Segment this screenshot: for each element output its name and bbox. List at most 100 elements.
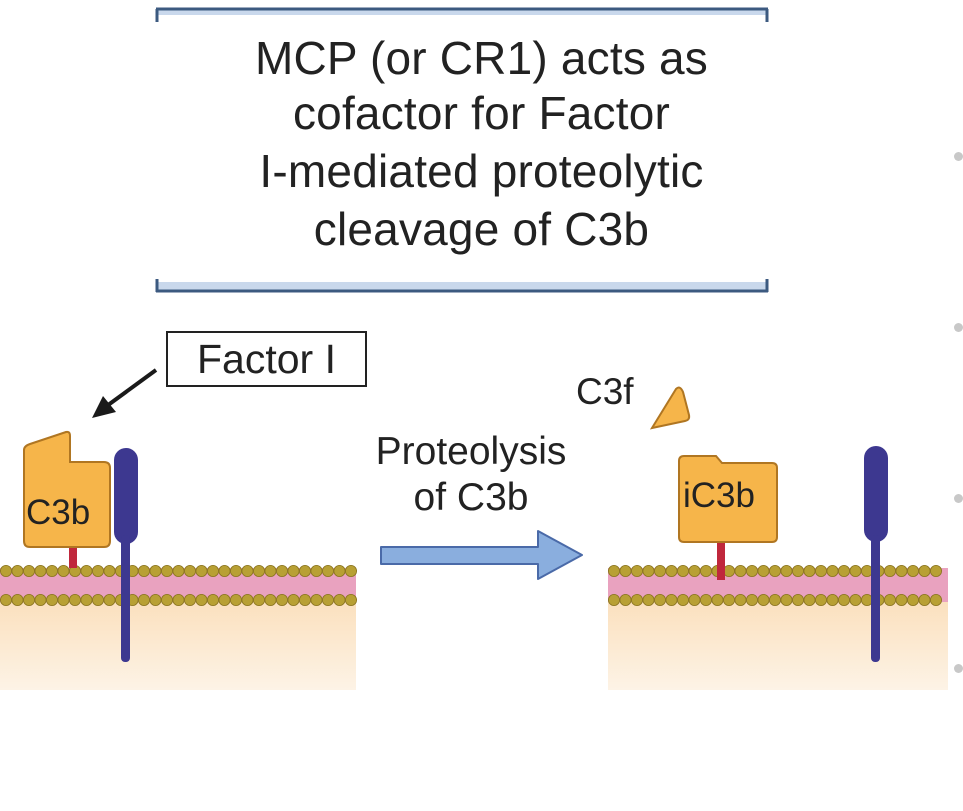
lipid-head: [206, 565, 219, 578]
lipid-head: [884, 565, 897, 578]
lipid-head: [884, 594, 897, 607]
lipid-head: [34, 594, 47, 607]
lipid-head: [183, 565, 196, 578]
title-line-2: cofactor for Factor: [292, 87, 671, 139]
lipid-head: [183, 594, 196, 607]
lipid-head: [815, 594, 828, 607]
lipid-head: [631, 565, 644, 578]
lipid-head: [757, 565, 770, 578]
lipid-head: [287, 565, 300, 578]
lipid-head: [769, 594, 782, 607]
lipid-head: [275, 594, 288, 607]
lipid-head: [619, 594, 632, 607]
c3b-stalk: [69, 544, 77, 568]
lipid-head: [333, 565, 346, 578]
lipid-head: [241, 594, 254, 607]
lipid-head: [688, 565, 701, 578]
lipid-head: [298, 594, 311, 607]
lipid-head: [746, 594, 759, 607]
lipid-head: [838, 594, 851, 607]
right-membrane-heads-top: [608, 565, 943, 578]
lipid-head: [92, 565, 105, 578]
lipid-head: [344, 594, 357, 607]
lipid-head: [252, 565, 265, 578]
lipid-head: [849, 594, 862, 607]
factor-i-label: Factor I: [166, 331, 367, 387]
lipid-head: [838, 565, 851, 578]
lipid-head: [80, 594, 93, 607]
ic3b-stalk: [717, 540, 725, 580]
lipid-head: [665, 565, 678, 578]
lipid-head: [930, 565, 943, 578]
ic3b-label: iC3b: [683, 476, 755, 515]
mcp-receptor-right: [864, 446, 888, 662]
lipid-head: [310, 594, 323, 607]
lipid-head: [264, 594, 277, 607]
lipid-head: [137, 594, 150, 607]
lipid-head: [344, 565, 357, 578]
lipid-head: [333, 594, 346, 607]
lipid-head: [57, 594, 70, 607]
lipid-head: [642, 565, 655, 578]
lipid-head: [46, 565, 59, 578]
title-frame-bottom: [155, 279, 769, 293]
lipid-head: [287, 594, 300, 607]
lipid-head: [861, 565, 874, 578]
lipid-head: [849, 565, 862, 578]
lipid-head: [229, 565, 242, 578]
lipid-head: [69, 594, 82, 607]
proteolysis-label-line-1: Proteolysis: [375, 430, 567, 473]
lipid-head: [734, 594, 747, 607]
lipid-head: [700, 594, 713, 607]
lipid-head: [195, 565, 208, 578]
side-bullet-dot: [954, 152, 963, 161]
lipid-head: [826, 594, 839, 607]
lipid-head: [137, 565, 150, 578]
lipid-head: [654, 594, 667, 607]
side-bullet-dot: [954, 323, 963, 332]
title-line-4: cleavage of C3b: [313, 203, 650, 255]
lipid-head: [80, 565, 93, 578]
lipid-head: [803, 594, 816, 607]
lipid-head: [160, 594, 173, 607]
right-membrane: [608, 565, 948, 702]
lipid-head: [206, 594, 219, 607]
lipid-head: [321, 565, 334, 578]
c3f-fragment-shape: [649, 386, 691, 430]
lipid-head: [792, 594, 805, 607]
c3b-protein-shape: [23, 430, 111, 548]
lipid-head: [677, 594, 690, 607]
lipid-head: [103, 565, 116, 578]
lipid-head: [930, 594, 943, 607]
side-bullet-dot: [954, 494, 963, 503]
lipid-head: [11, 565, 24, 578]
lipid-head: [665, 594, 678, 607]
lipid-head: [298, 565, 311, 578]
lipid-head: [711, 594, 724, 607]
factor-i-arrow: [92, 368, 158, 418]
ic3b-protein-shape: [678, 455, 778, 543]
lipid-head: [103, 594, 116, 607]
lipid-head: [149, 565, 162, 578]
lipid-head: [218, 594, 231, 607]
lipid-head: [734, 565, 747, 578]
lipid-head: [608, 565, 621, 578]
lipid-head: [92, 594, 105, 607]
lipid-head: [746, 565, 759, 578]
left-membrane: [0, 565, 357, 690]
lipid-head: [0, 565, 12, 578]
proteolysis-arrow: [380, 530, 583, 580]
lipid-head: [826, 565, 839, 578]
lipid-head: [815, 565, 828, 578]
lipid-head: [918, 594, 931, 607]
title-line-3: I-mediated proteolytic: [259, 145, 704, 197]
title-frame-top: [155, 7, 769, 22]
lipid-head: [0, 594, 12, 607]
lipid-head: [241, 565, 254, 578]
mcp-receptor-left: [114, 448, 138, 662]
lipid-head: [780, 594, 793, 607]
lipid-head: [34, 565, 47, 578]
lipid-head: [688, 594, 701, 607]
